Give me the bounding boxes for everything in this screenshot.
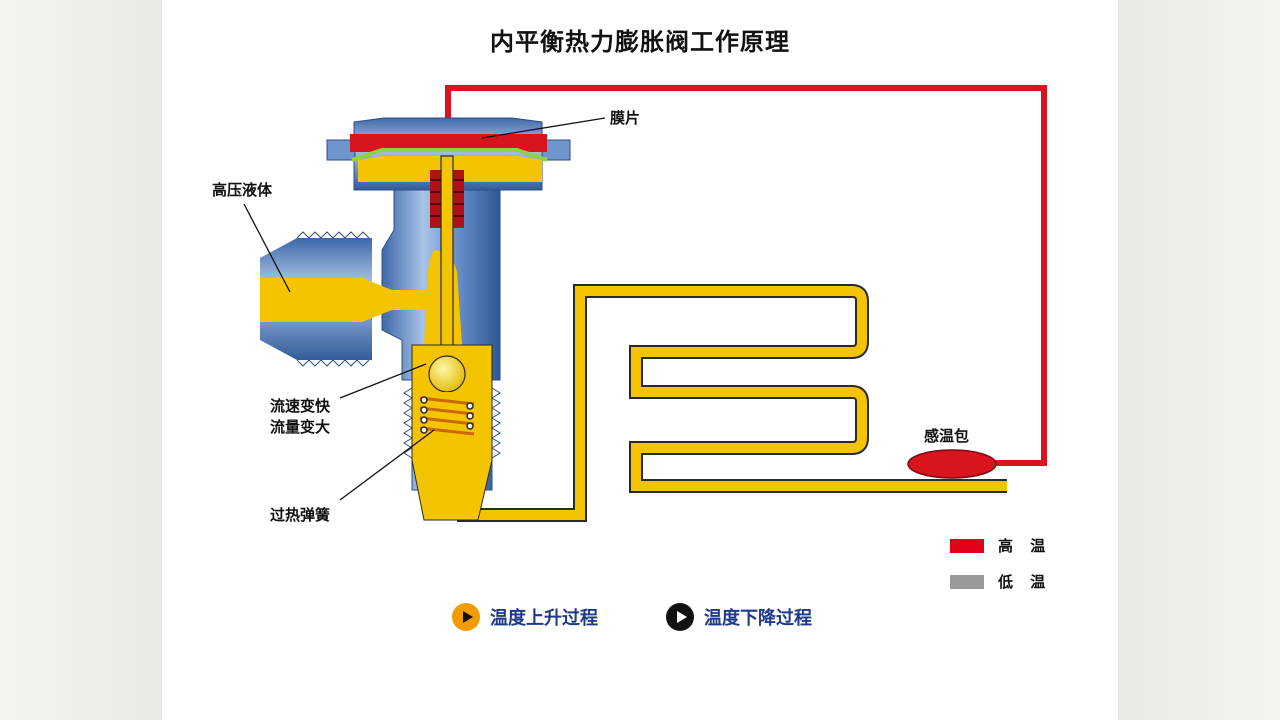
right-margin	[1118, 0, 1280, 720]
label-diaphragm: 膜片	[610, 109, 641, 127]
label-high-pressure-liquid: 高压液体	[212, 181, 273, 199]
diagram-canvas: 内平衡热力膨胀阀工作原理	[162, 0, 1118, 720]
play-icon	[452, 603, 480, 631]
play-icon	[666, 603, 694, 631]
label-flow-speed: 流速变快	[270, 397, 331, 415]
temperature-fall-button[interactable]: 温度下降过程	[666, 603, 812, 631]
legend-label-hot: 高 温	[998, 537, 1052, 555]
sensing-bulb	[907, 449, 997, 479]
diaphragm	[351, 148, 548, 162]
temperature-rise-button[interactable]: 温度上升过程	[452, 603, 598, 631]
diaphragm-chamber	[350, 134, 547, 152]
legend-label-cold: 低 温	[998, 573, 1052, 591]
capillary-tube	[445, 85, 1047, 466]
temperature-rise-label: 温度上升过程	[490, 608, 598, 629]
label-superheat-spring: 过热弹簧	[270, 506, 331, 524]
label-flow-volume: 流量变大	[270, 418, 331, 436]
legend-low-temp: 低 温	[950, 571, 1051, 592]
valve-diagram	[243, 85, 1047, 522]
valve-ball	[428, 355, 466, 393]
left-margin	[0, 0, 162, 720]
temperature-fall-label: 温度下降过程	[704, 608, 812, 629]
legend-swatch-cold	[950, 574, 984, 589]
label-sensing-bulb: 感温包	[924, 427, 970, 445]
page-title: 内平衡热力膨胀阀工作原理	[490, 28, 790, 56]
superheat-spring	[419, 392, 475, 440]
legend-high-temp: 高 温	[950, 535, 1051, 556]
push-rod	[440, 155, 454, 367]
legend-swatch-hot	[950, 538, 984, 553]
